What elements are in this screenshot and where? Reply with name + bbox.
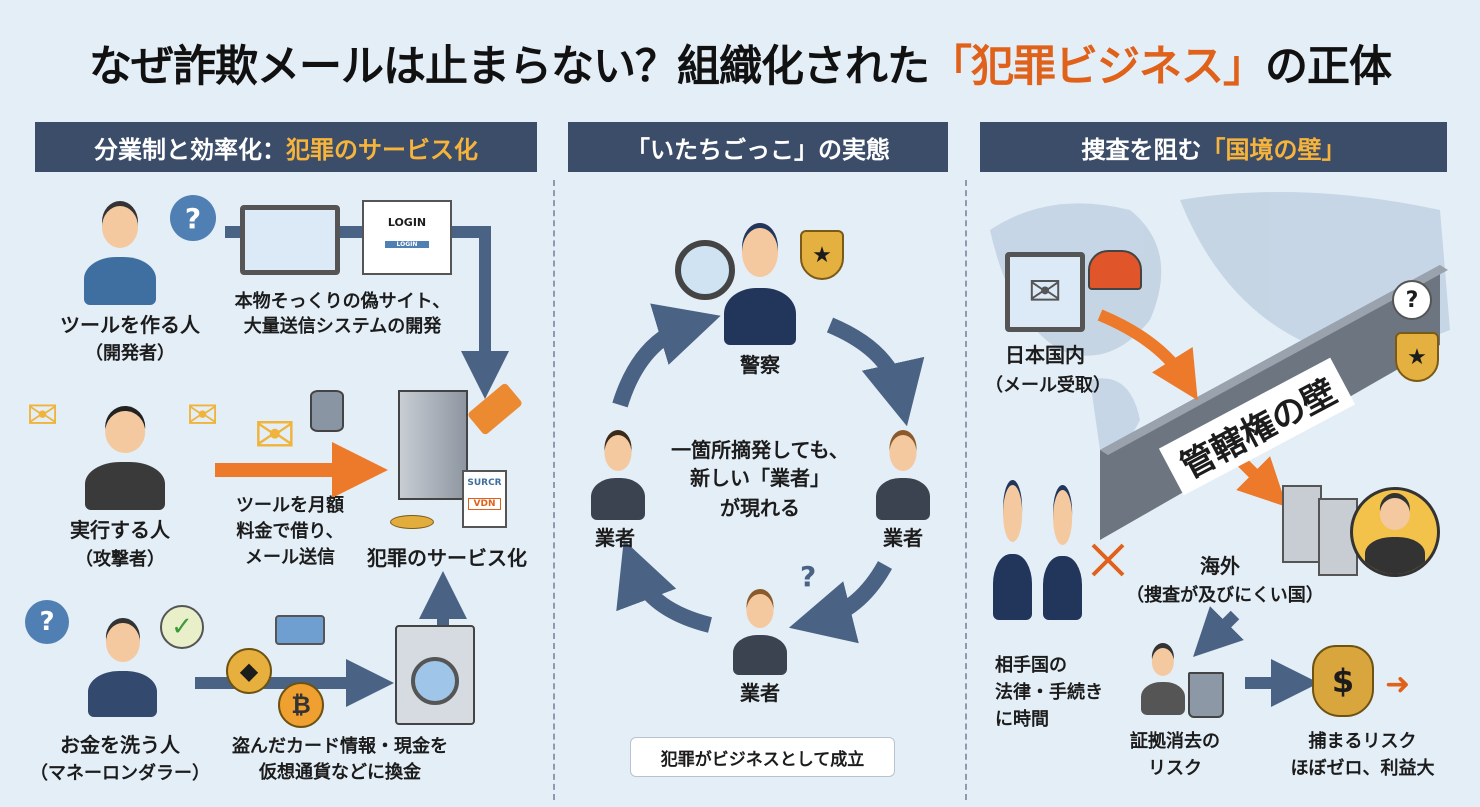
- domestic-sub: （メール受取）: [985, 375, 1111, 396]
- developer-desc-2: 大量送信システムの開発: [243, 316, 442, 337]
- police-label: 警察: [740, 353, 780, 377]
- question-bubble-icon: ?: [1392, 280, 1432, 320]
- bitcoin-icon: ₿: [278, 682, 324, 728]
- section-header-division: 分業制と効率化：犯罪のサービス化: [35, 122, 537, 172]
- envelope-icon: ✉: [26, 393, 59, 437]
- attacker-desc-1: ツールを月額: [236, 495, 344, 516]
- attacker-sub: （攻撃者）: [75, 549, 165, 570]
- law-text-2: 法律・手続き: [995, 682, 1103, 703]
- domestic-label: 日本国内: [1005, 343, 1085, 367]
- overseas-label: 海外: [1200, 554, 1240, 578]
- washing-machine-icon: [395, 625, 475, 725]
- vendor-left-label: 業者: [595, 526, 635, 550]
- page-title: なぜ詐欺メールは止まらない？組織化された「犯罪ビジネス」の正体: [89, 42, 1392, 92]
- launderer-desc-2: 仮想通貨などに換金: [259, 762, 421, 783]
- cycle-text-2: 新しい「業者」: [690, 466, 830, 490]
- money-bag-icon: $: [1312, 645, 1374, 717]
- question-mark-icon: ?: [800, 560, 817, 593]
- question-bubble-icon: ?: [25, 600, 69, 644]
- attacker-role: 実行する人: [70, 518, 170, 542]
- law-text-3: に時間: [995, 709, 1049, 730]
- vendor-right-label: 業者: [883, 526, 923, 550]
- coins-icon: [390, 515, 434, 529]
- launderer-desc-1: 盗んだカード情報・現金を: [232, 736, 448, 757]
- attacker-desc-3: メール送信: [245, 547, 335, 568]
- cycle-text-1: 一箇所摘発しても、: [671, 438, 849, 462]
- businessman-icon: [865, 425, 940, 520]
- server-icon: [398, 390, 468, 500]
- service-label: 犯罪のサービス化: [367, 546, 527, 570]
- database-icon: [310, 390, 344, 432]
- hooded-hacker-icon: [70, 400, 180, 510]
- cycle-text-3: が現れる: [720, 496, 800, 520]
- section-header-border-wall: 捜査を阻む「国境の壁」: [980, 122, 1447, 172]
- cross-icon: [1091, 543, 1125, 577]
- developer-role: ツールを作る人: [60, 313, 200, 337]
- trash-icon: [1188, 672, 1224, 718]
- section-header-cat-and-mouse: 「いたちごっこ」の実態: [568, 122, 948, 172]
- divider: [553, 180, 555, 800]
- law-text-1: 相手国の: [995, 655, 1067, 676]
- envelope-icon: ✉: [186, 393, 219, 437]
- envelope-icon: ✉: [254, 406, 296, 464]
- profit-text-1: 捕まるリスク: [1308, 731, 1417, 752]
- credit-card-icon: [275, 615, 325, 645]
- profit-text-2: ほぼゼロ、利益大: [1290, 758, 1435, 779]
- evidence-text-1: 証拠消去の: [1130, 731, 1220, 752]
- launderer-sub: （マネーロンダラー）: [30, 763, 210, 784]
- police-officer-icon: [710, 215, 810, 345]
- masked-thief-icon: [1350, 487, 1440, 577]
- divider: [965, 180, 967, 800]
- briefcase-person-icon: [75, 612, 170, 717]
- laptop-code-icon: [240, 205, 340, 275]
- businessman-icon: [580, 425, 655, 520]
- overseas-sub: （捜査が及びにくい国）: [1126, 585, 1324, 606]
- question-bubble-icon: ?: [170, 195, 216, 241]
- businessman-icon: [722, 585, 797, 675]
- developer-desc-1: 本物そっくりの偽サイト、: [234, 291, 451, 312]
- business-badge: 犯罪がビジネスとして成立: [630, 737, 895, 777]
- mailbox-icon: [1088, 250, 1142, 290]
- evidence-text-2: リスク: [1148, 758, 1202, 779]
- police-badge-icon: ★: [800, 230, 844, 280]
- arrow-right-icon: ➜: [1385, 667, 1411, 702]
- server-rack-icon: [1282, 485, 1322, 563]
- launderer-role: お金を洗う人: [60, 733, 180, 757]
- monitor-mail-icon: ✉: [1005, 252, 1085, 332]
- vendor-bottom-label: 業者: [740, 681, 780, 705]
- person-laptop-icon: [70, 195, 170, 305]
- police-badge-icon: ★: [1395, 332, 1439, 382]
- person-icon: [1132, 640, 1194, 715]
- ethereum-icon: ◆: [226, 648, 272, 694]
- attacker-desc-2: 料金で借り、: [236, 521, 344, 542]
- developer-sub: （開発者）: [85, 343, 175, 364]
